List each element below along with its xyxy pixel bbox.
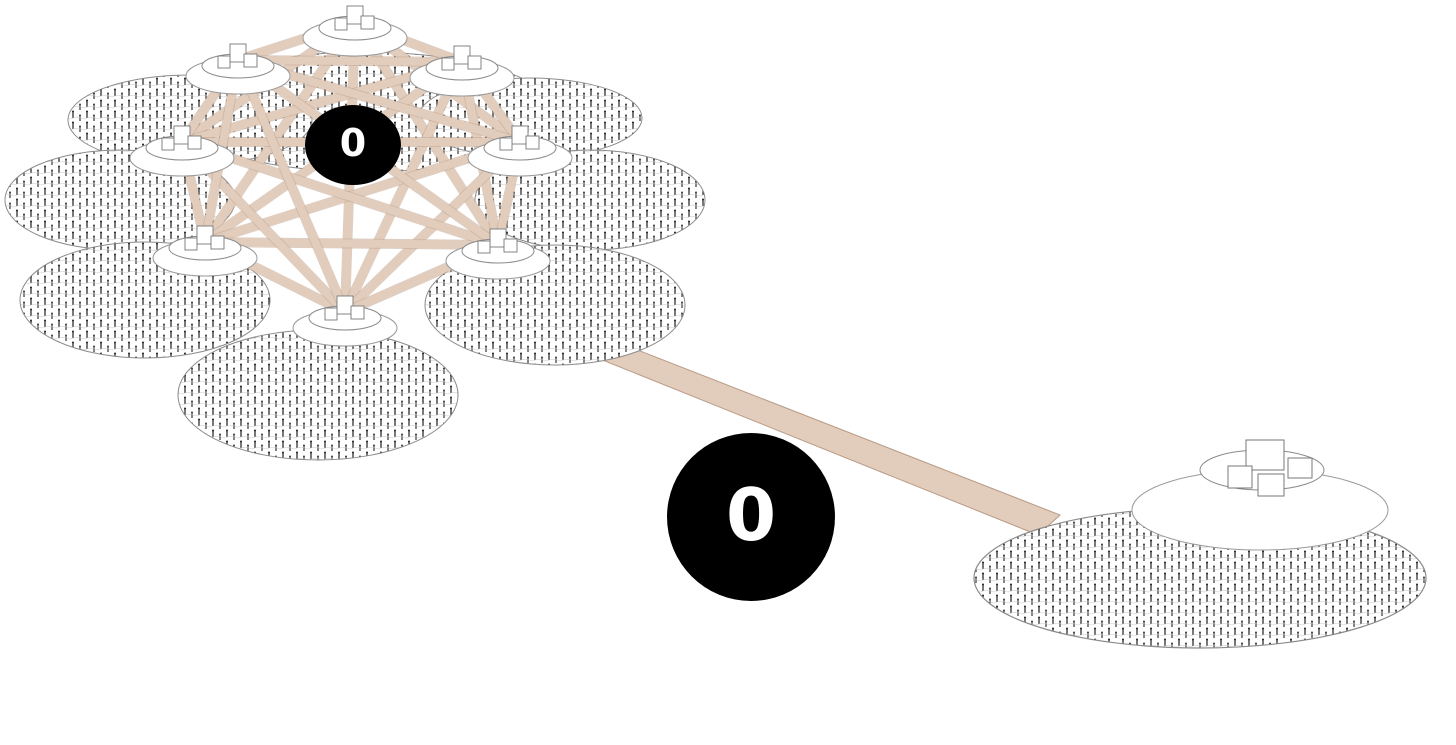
city-hub-icon xyxy=(302,5,408,57)
cluster-link xyxy=(233,58,350,314)
count-badge-icon xyxy=(667,433,835,601)
cluster-links xyxy=(177,17,525,317)
link-badge-label: 0 xyxy=(726,473,776,557)
cluster-count-badge: 0 xyxy=(305,105,401,185)
cluster-badge-label: 0 xyxy=(340,121,366,165)
cluster-link xyxy=(237,55,463,67)
city-hub-icon xyxy=(152,225,258,277)
city-hub-icon xyxy=(1227,439,1313,497)
city-hub-icon xyxy=(445,228,551,280)
isolated-node xyxy=(973,439,1427,649)
link-count-badge: 0 xyxy=(667,433,835,601)
city-hub-icon xyxy=(409,45,515,97)
city-hub-icon xyxy=(185,43,291,95)
cluster-link xyxy=(204,237,499,250)
crowd-disk-icon xyxy=(177,329,459,461)
city-hub-icon xyxy=(467,125,573,177)
count-badge-icon xyxy=(305,105,401,185)
city-hub-icon xyxy=(292,295,398,347)
cluster-link xyxy=(340,59,467,315)
cluster-link xyxy=(180,137,500,250)
city-hub-icon xyxy=(129,125,235,177)
cluster-hubs xyxy=(129,5,573,347)
